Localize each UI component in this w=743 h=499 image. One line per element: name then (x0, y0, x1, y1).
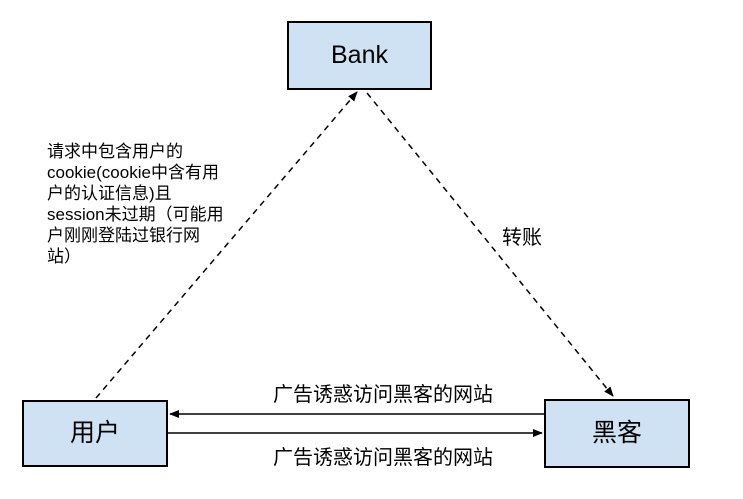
edge-user-to-bank-dashed-line (95, 91, 358, 399)
edge-bank-to-hacker-dashed-line (366, 92, 614, 397)
node-bank: Bank (287, 21, 432, 90)
edge-label-lure-bottom: 广告诱惑访问黑客的网站 (273, 447, 493, 469)
node-hacker: 黑客 (544, 399, 690, 468)
edge-label-lure-top: 广告诱惑访问黑客的网站 (273, 384, 493, 406)
node-hacker-label: 黑客 (591, 419, 642, 447)
node-user: 用户 (22, 400, 168, 467)
node-user-label: 用户 (69, 419, 120, 447)
edge-label-cookie-session-note: 请求中包含用户的 cookie(cookie中含有用 户的认证信息)且 sess… (47, 142, 224, 266)
edge-label-transfer: 转账 (502, 227, 542, 249)
node-bank-label: Bank (331, 41, 388, 69)
